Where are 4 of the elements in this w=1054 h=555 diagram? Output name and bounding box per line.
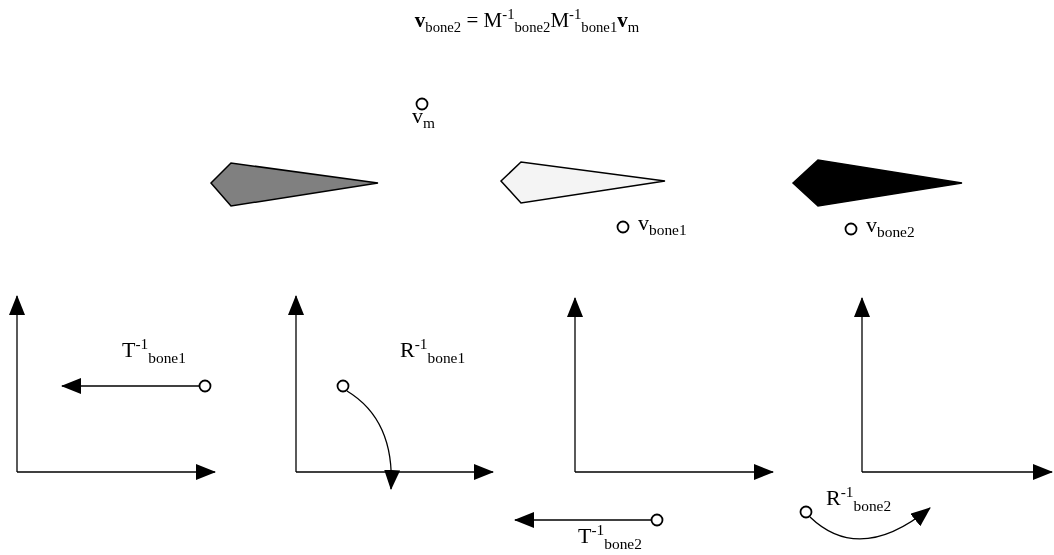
formula-title: v$_{bone2}$ = M$^{-1}$$_{bone2}$M$^{-1}$$_{bone1}$v$_{m}$ [413, 6, 641, 36]
vector-label: v$_{bone1}$ [638, 211, 687, 240]
vector-label: v$_{m}$ [412, 104, 435, 133]
vector-label: v$_{bone2}$ [866, 213, 915, 242]
